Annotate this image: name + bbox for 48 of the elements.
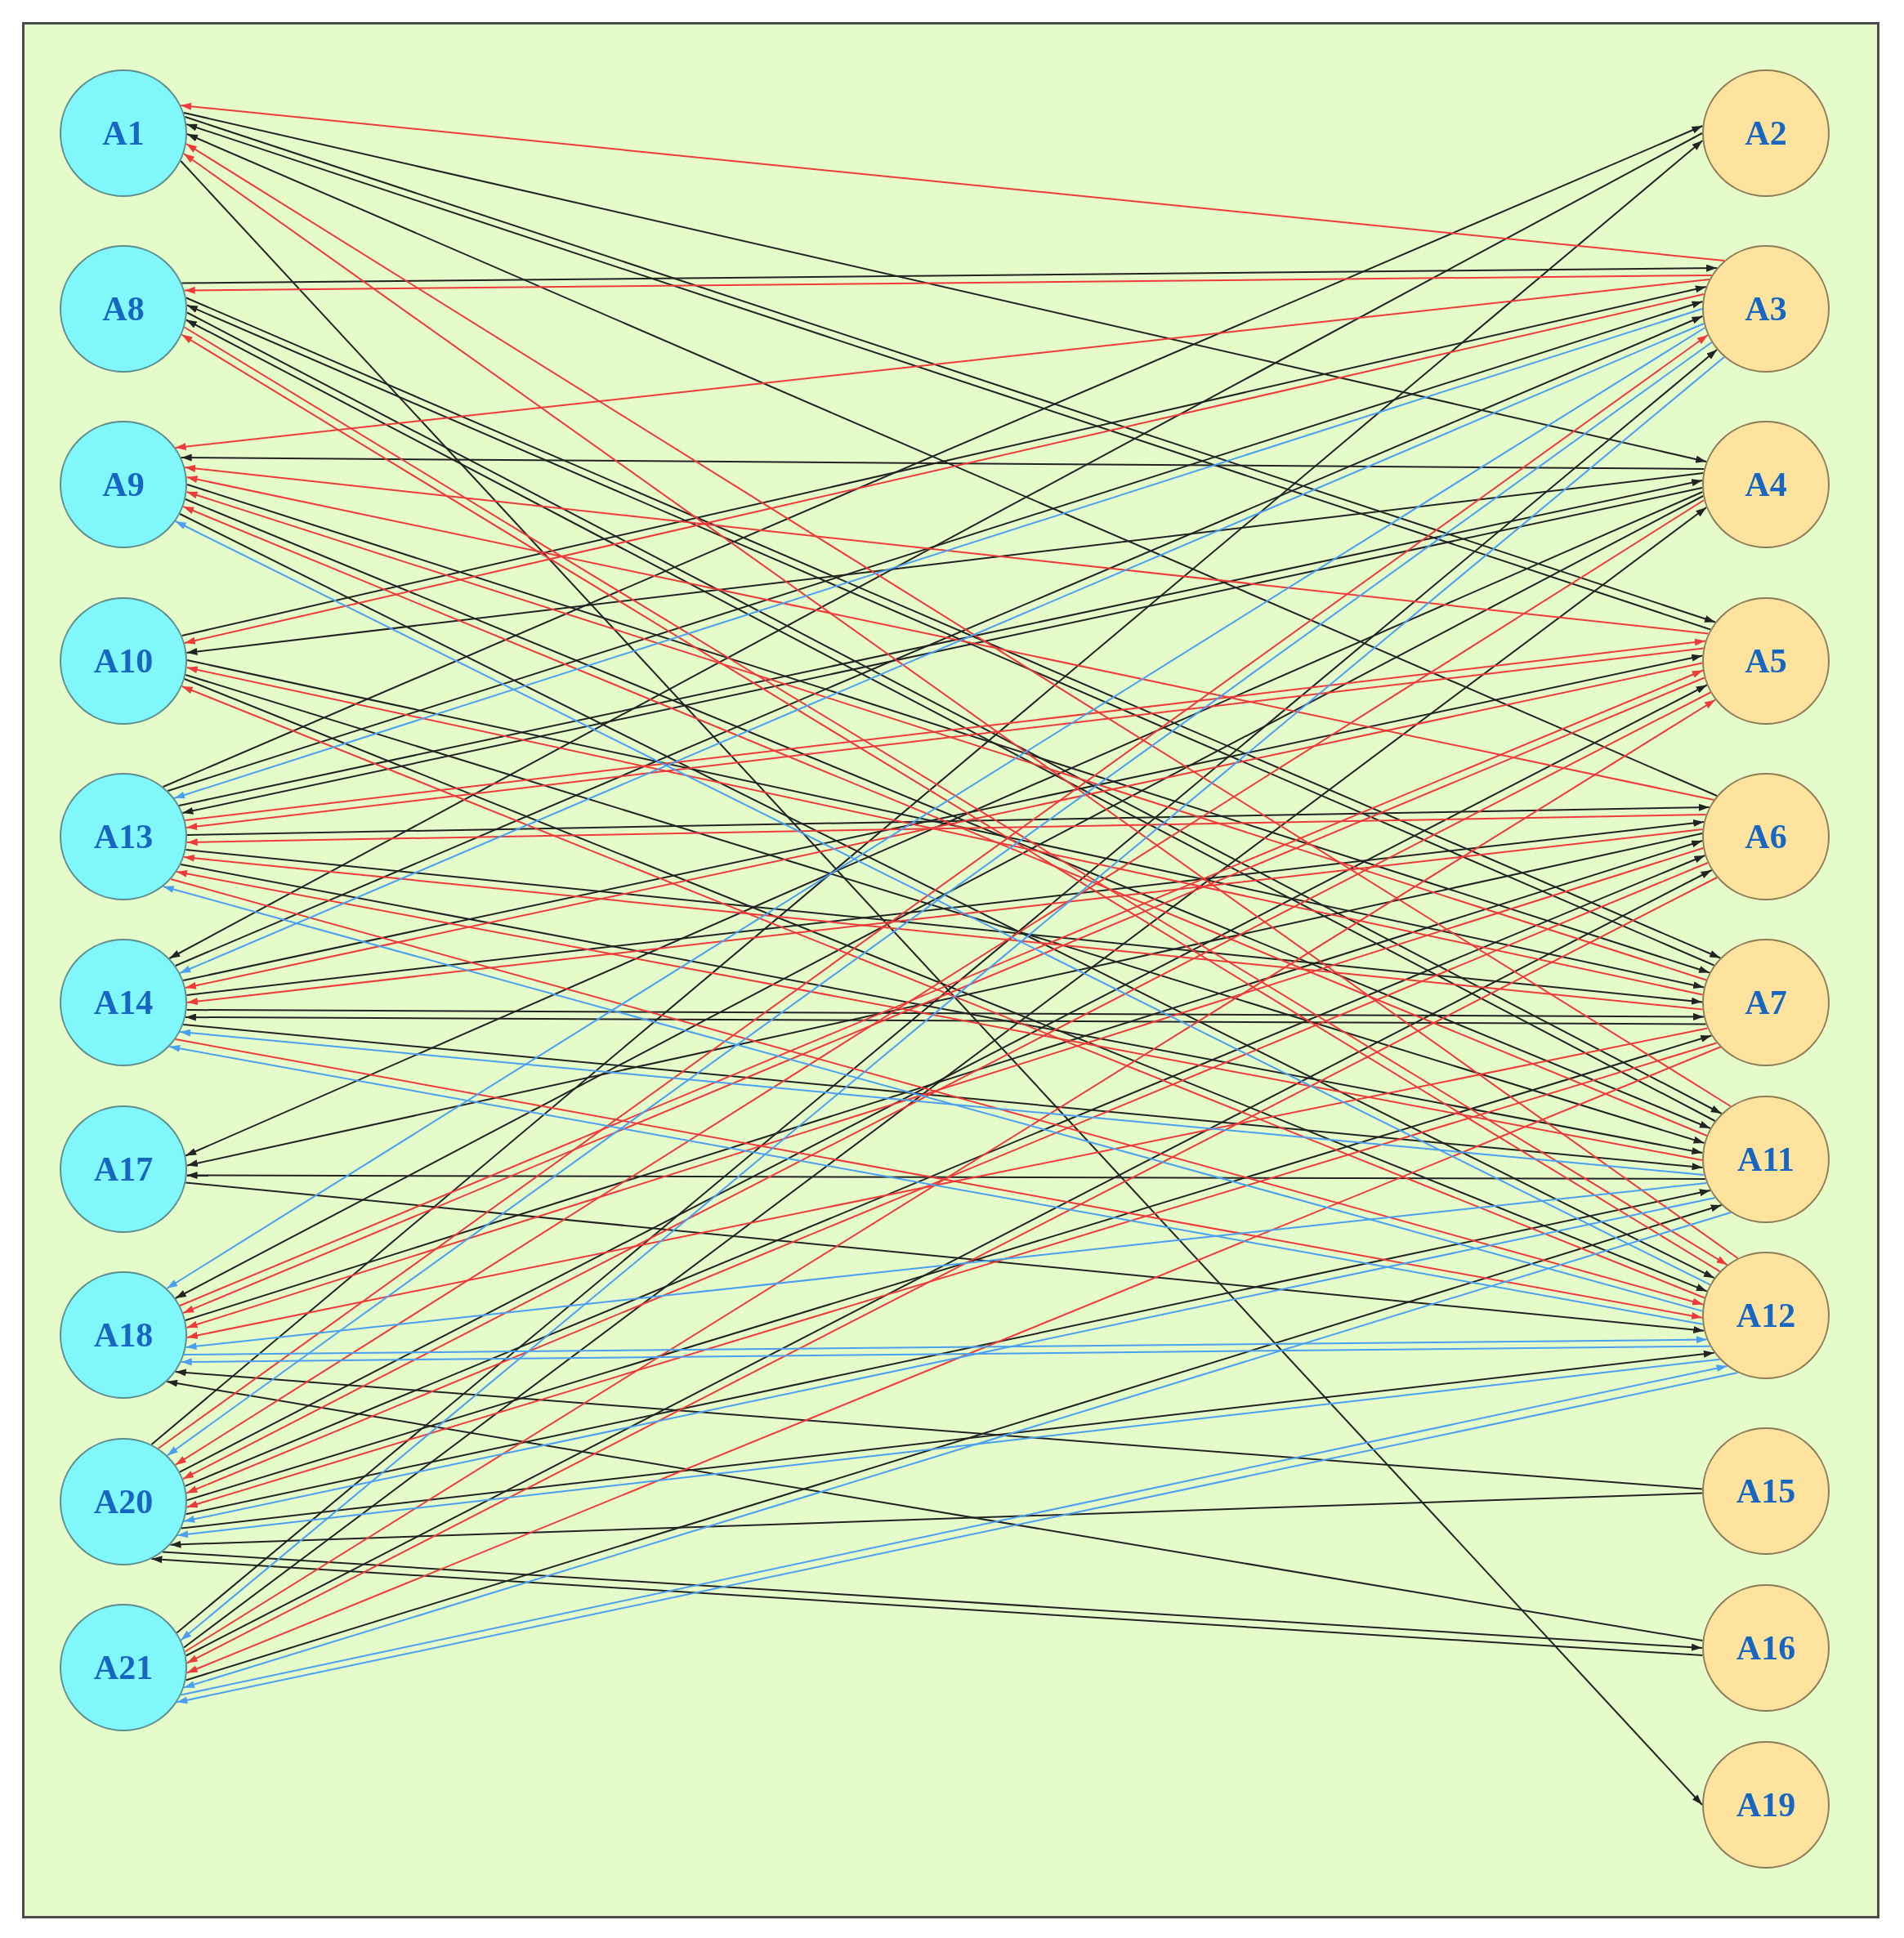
arrow bbox=[174, 1369, 1703, 1490]
node-label: A8 bbox=[102, 292, 145, 326]
arrow bbox=[174, 499, 1705, 1466]
node-label: A9 bbox=[102, 467, 145, 502]
arrow bbox=[182, 153, 1739, 1259]
node-label: A7 bbox=[1745, 985, 1787, 1020]
node-label: A2 bbox=[1745, 116, 1787, 150]
arrow bbox=[185, 1009, 1705, 1020]
arrow bbox=[180, 102, 1725, 261]
node-label: A15 bbox=[1736, 1474, 1796, 1508]
arrow bbox=[180, 160, 1703, 1806]
node-label: A18 bbox=[93, 1318, 154, 1352]
node-label: A14 bbox=[93, 985, 154, 1020]
arrow bbox=[180, 453, 1705, 470]
arrow bbox=[185, 674, 1705, 1144]
node-label: A1 bbox=[102, 116, 145, 150]
node-label: A3 bbox=[1745, 292, 1787, 326]
arrow bbox=[180, 1345, 1711, 1366]
node-circle bbox=[1702, 1252, 1830, 1379]
arrow bbox=[185, 472, 1705, 655]
node-label: A16 bbox=[1736, 1631, 1796, 1665]
node-label: A19 bbox=[1736, 1788, 1796, 1822]
node-label: A20 bbox=[93, 1485, 154, 1519]
arrow bbox=[183, 1336, 1708, 1355]
arrow bbox=[186, 803, 1710, 836]
arrow bbox=[183, 275, 1713, 294]
node-label: A12 bbox=[1736, 1298, 1796, 1333]
node-label: A21 bbox=[93, 1650, 154, 1685]
arrow bbox=[150, 140, 1704, 1445]
node-label: A17 bbox=[93, 1152, 154, 1186]
arrow bbox=[184, 1013, 1707, 1025]
arrow bbox=[169, 1492, 1703, 1548]
arrow bbox=[168, 132, 1703, 959]
node-label: A10 bbox=[93, 644, 154, 678]
arrow bbox=[185, 814, 1707, 846]
node-label: A5 bbox=[1745, 644, 1787, 678]
arrow bbox=[185, 1046, 1722, 1674]
arrow bbox=[185, 1172, 1706, 1180]
node-label: A11 bbox=[1737, 1142, 1794, 1177]
node-label: A13 bbox=[93, 819, 154, 854]
arrow bbox=[185, 143, 1732, 1107]
arrow bbox=[166, 1379, 1704, 1641]
arrow bbox=[182, 112, 1708, 463]
arrow bbox=[184, 464, 1710, 635]
node-label: A4 bbox=[1745, 467, 1787, 502]
arrow bbox=[174, 279, 1710, 451]
arrow bbox=[184, 699, 1717, 1653]
node-label: A6 bbox=[1745, 819, 1787, 854]
